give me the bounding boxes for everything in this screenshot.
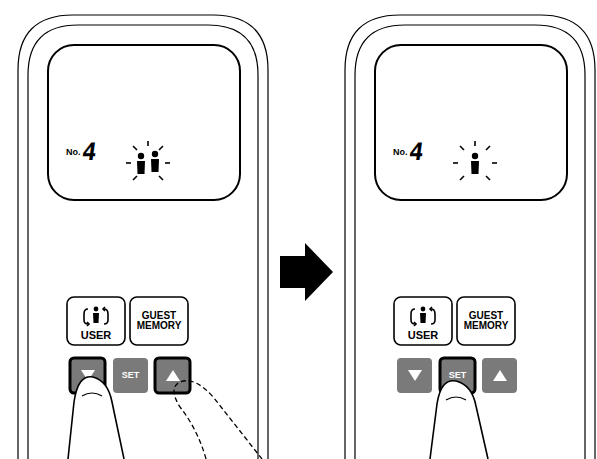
button-label: GUEST MEMORY [459, 311, 513, 332]
button-label: GUEST MEMORY [132, 311, 186, 332]
button-label: SET [449, 371, 467, 380]
user-button: USER [394, 297, 452, 345]
button-label: USER [408, 330, 439, 342]
guest-memory-button: GUEST MEMORY [457, 297, 515, 345]
set-button: SET [440, 358, 475, 380]
guest-memory-button: GUEST MEMORY [130, 297, 188, 345]
number-prefix: No. [393, 148, 408, 157]
button-label: SET [122, 371, 140, 380]
button-label: USER [81, 330, 112, 342]
user-button: USER [67, 297, 125, 345]
number-prefix: No. [66, 148, 81, 157]
set-button: SET [113, 358, 148, 380]
